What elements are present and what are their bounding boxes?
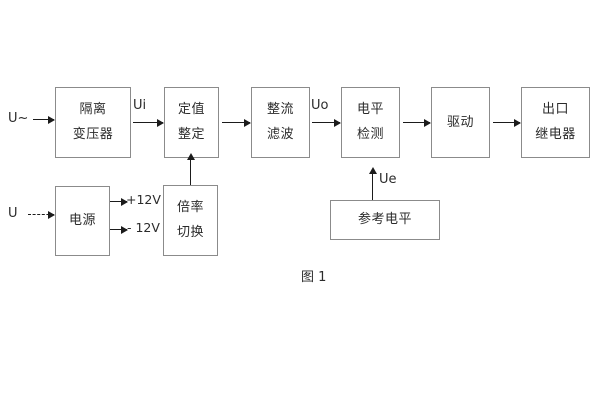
block-output-relay-line1: 出口 <box>541 102 569 118</box>
block-setting-value: 定值 整定 <box>164 87 219 158</box>
rail-label-plus12v: +12V <box>126 192 161 207</box>
arrow-power-supply-plus12v <box>110 197 128 206</box>
figure-caption: 图 1 <box>301 270 327 285</box>
block-power-supply: 电源 <box>55 186 110 256</box>
arrow-setting-value-to-rectify-filter <box>222 118 251 127</box>
arrow-power-supply-minus12v <box>110 225 128 234</box>
block-output-relay: 出口 继电器 <box>521 87 590 158</box>
block-rectify-filter-line1: 整流 <box>266 102 294 118</box>
block-level-detect: 电平 检测 <box>341 87 400 158</box>
block-multiplier-switch-line2: 切换 <box>176 225 204 240</box>
block-level-detect-line2: 检测 <box>356 127 384 142</box>
block-setting-value-line2: 整定 <box>177 127 205 142</box>
arrow-rectify-filter-to-level-detect <box>312 118 341 127</box>
input-label-ac: U~ <box>8 111 29 126</box>
block-multiplier-switch: 倍率 切换 <box>163 185 218 256</box>
block-rectify-filter: 整流 滤波 <box>251 87 310 158</box>
block-reference-level: 参考电平 <box>330 200 440 240</box>
arrow-drive-to-output-relay <box>493 118 521 127</box>
signal-label-ui: Ui <box>133 98 147 113</box>
block-multiplier-switch-line1: 倍率 <box>176 200 204 216</box>
block-drive: 驱动 <box>431 87 490 158</box>
arrow-isolation-transformer-to-setting-value <box>133 118 164 127</box>
signal-label-ue: Ue <box>379 172 397 187</box>
rail-label-minus12v: - 12V <box>127 220 160 235</box>
block-isolation-transformer-line1: 隔离 <box>79 102 107 118</box>
block-rectify-filter-line2: 滤波 <box>266 127 294 142</box>
block-isolation-transformer: 隔离 变压器 <box>55 87 131 158</box>
block-reference-level-line1: 参考电平 <box>357 212 412 228</box>
arrow-reference-level-to-level-detect <box>368 167 377 200</box>
block-drive-line1: 驱动 <box>446 114 474 130</box>
arrow-input-ac-to-isolation-transformer <box>33 115 55 124</box>
arrow-multiplier-switch-to-setting-value <box>186 153 195 185</box>
input-label-dc: U <box>8 206 18 221</box>
arrow-input-dc-to-power-supply <box>28 210 55 219</box>
signal-label-uo: Uo <box>311 98 329 113</box>
block-level-detect-line1: 电平 <box>356 102 384 118</box>
block-setting-value-line1: 定值 <box>177 102 205 118</box>
arrow-level-detect-to-drive <box>403 118 431 127</box>
block-isolation-transformer-line2: 变压器 <box>72 127 114 142</box>
block-power-supply-line1: 电源 <box>68 213 96 229</box>
block-output-relay-line2: 继电器 <box>535 127 576 142</box>
